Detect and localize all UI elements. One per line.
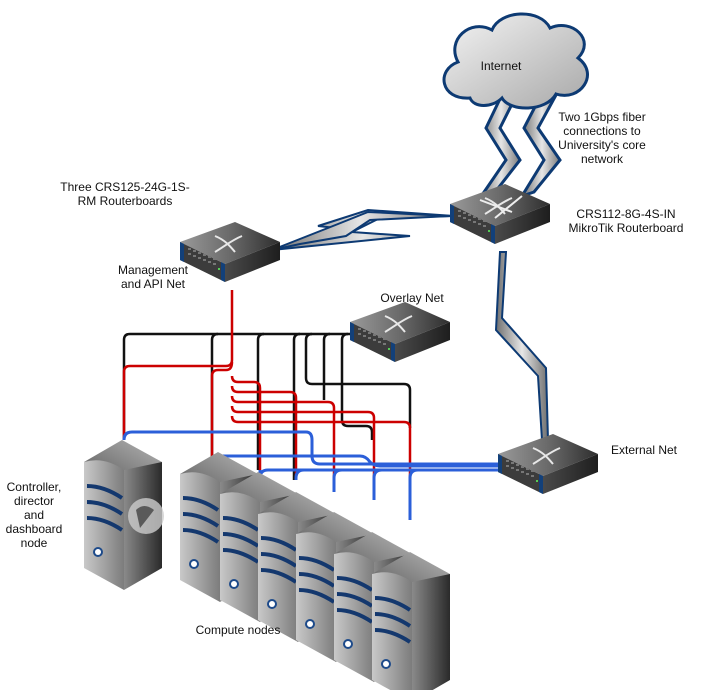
external-net-label: External Net bbox=[610, 443, 678, 457]
external-switch-icon[interactable] bbox=[497, 433, 599, 495]
controller-server-icon[interactable] bbox=[82, 438, 164, 592]
overlay-net-label: Overlay Net bbox=[380, 291, 444, 305]
switches-description: Three CRS125-24G-1S- RM Routerboards bbox=[60, 180, 190, 208]
compute-nodes-label: Compute nodes bbox=[195, 623, 281, 637]
fiber-description: Two 1Gbps fiber connections to Universit… bbox=[558, 110, 646, 166]
mgmt-net-label: Management and API Net bbox=[117, 263, 189, 291]
controller-label: Controller, director and dashboard node bbox=[5, 480, 63, 550]
internet-label: Internet bbox=[480, 59, 522, 73]
compute-node-6-icon[interactable] bbox=[370, 550, 452, 690]
overlay-switch-icon[interactable] bbox=[349, 301, 451, 363]
overlay-net-cables bbox=[122, 332, 412, 480]
internet-cloud-icon bbox=[442, 12, 589, 110]
uplink-core-to-mgmt bbox=[271, 208, 455, 251]
uplink-core-to-external bbox=[494, 251, 550, 441]
core-router-icon[interactable] bbox=[449, 183, 551, 245]
core-router-label: CRS112-8G-4S-IN MikroTik Routerboard bbox=[568, 207, 684, 235]
management-net-cables bbox=[122, 290, 412, 520]
